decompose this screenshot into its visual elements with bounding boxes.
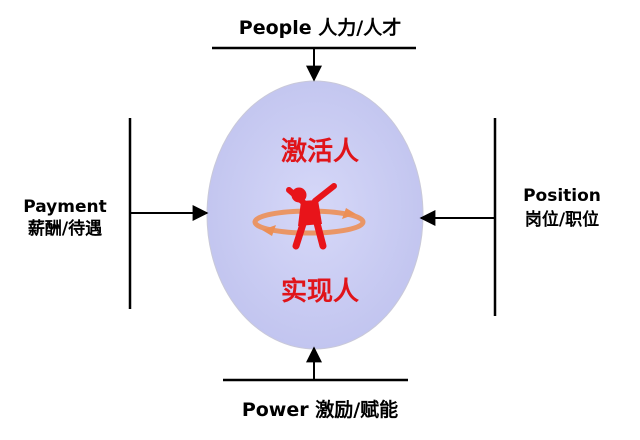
right-label-line1: Position [523,186,601,206]
person-figure-icon [286,183,337,250]
center-text-realize: 实现人 [280,277,359,307]
left-label-line1: Payment [23,197,107,217]
center-text-activate: 激活人 [280,137,359,167]
right-label-position: Position 岗位/职位 [500,184,624,232]
right-label-line2: 岗位/职位 [524,210,600,230]
left-label-line2: 薪酬/待遇 [27,219,103,239]
bottom-label-power: Power 激励/赋能 [241,399,399,421]
top-label-people: People 人力/人才 [238,17,402,39]
left-label-payment: Payment 薪酬/待遇 [0,196,130,240]
